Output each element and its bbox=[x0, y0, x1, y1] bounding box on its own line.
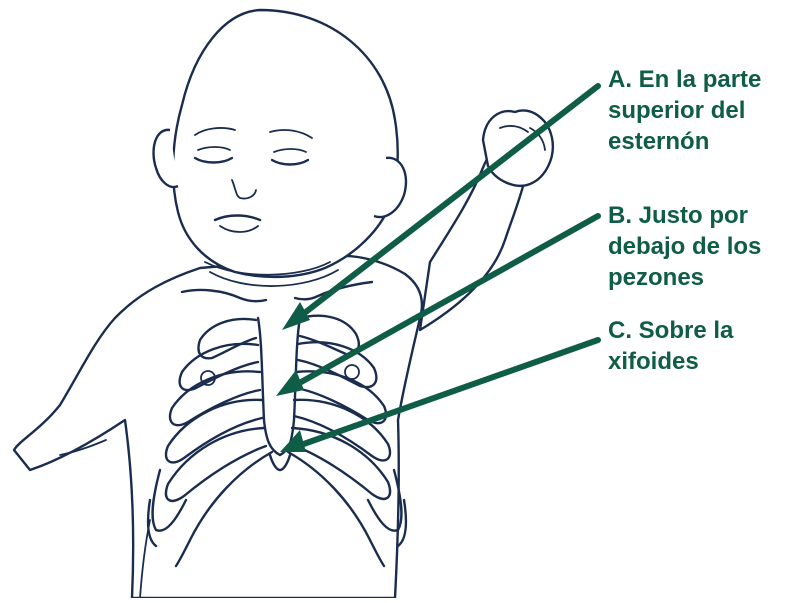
label-a-line-2: superior del bbox=[608, 95, 761, 126]
label-c-line-2: xifoides bbox=[608, 346, 733, 377]
label-b-line-3: pezones bbox=[608, 262, 761, 293]
label-a-line-1: A. En la parte bbox=[608, 64, 761, 95]
label-b-line-1: B. Justo por bbox=[608, 200, 761, 231]
label-b: B. Justo por debajo de los pezones bbox=[608, 200, 761, 293]
label-c-line-1: C. Sobre la bbox=[608, 315, 733, 346]
raised-arm bbox=[420, 110, 553, 330]
label-c: C. Sobre la xifoides bbox=[608, 315, 733, 377]
head bbox=[154, 10, 406, 286]
label-b-line-2: debajo de los bbox=[608, 231, 761, 262]
label-a: A. En la parte superior del esternón bbox=[608, 64, 761, 157]
label-a-line-3: esternón bbox=[608, 126, 761, 157]
